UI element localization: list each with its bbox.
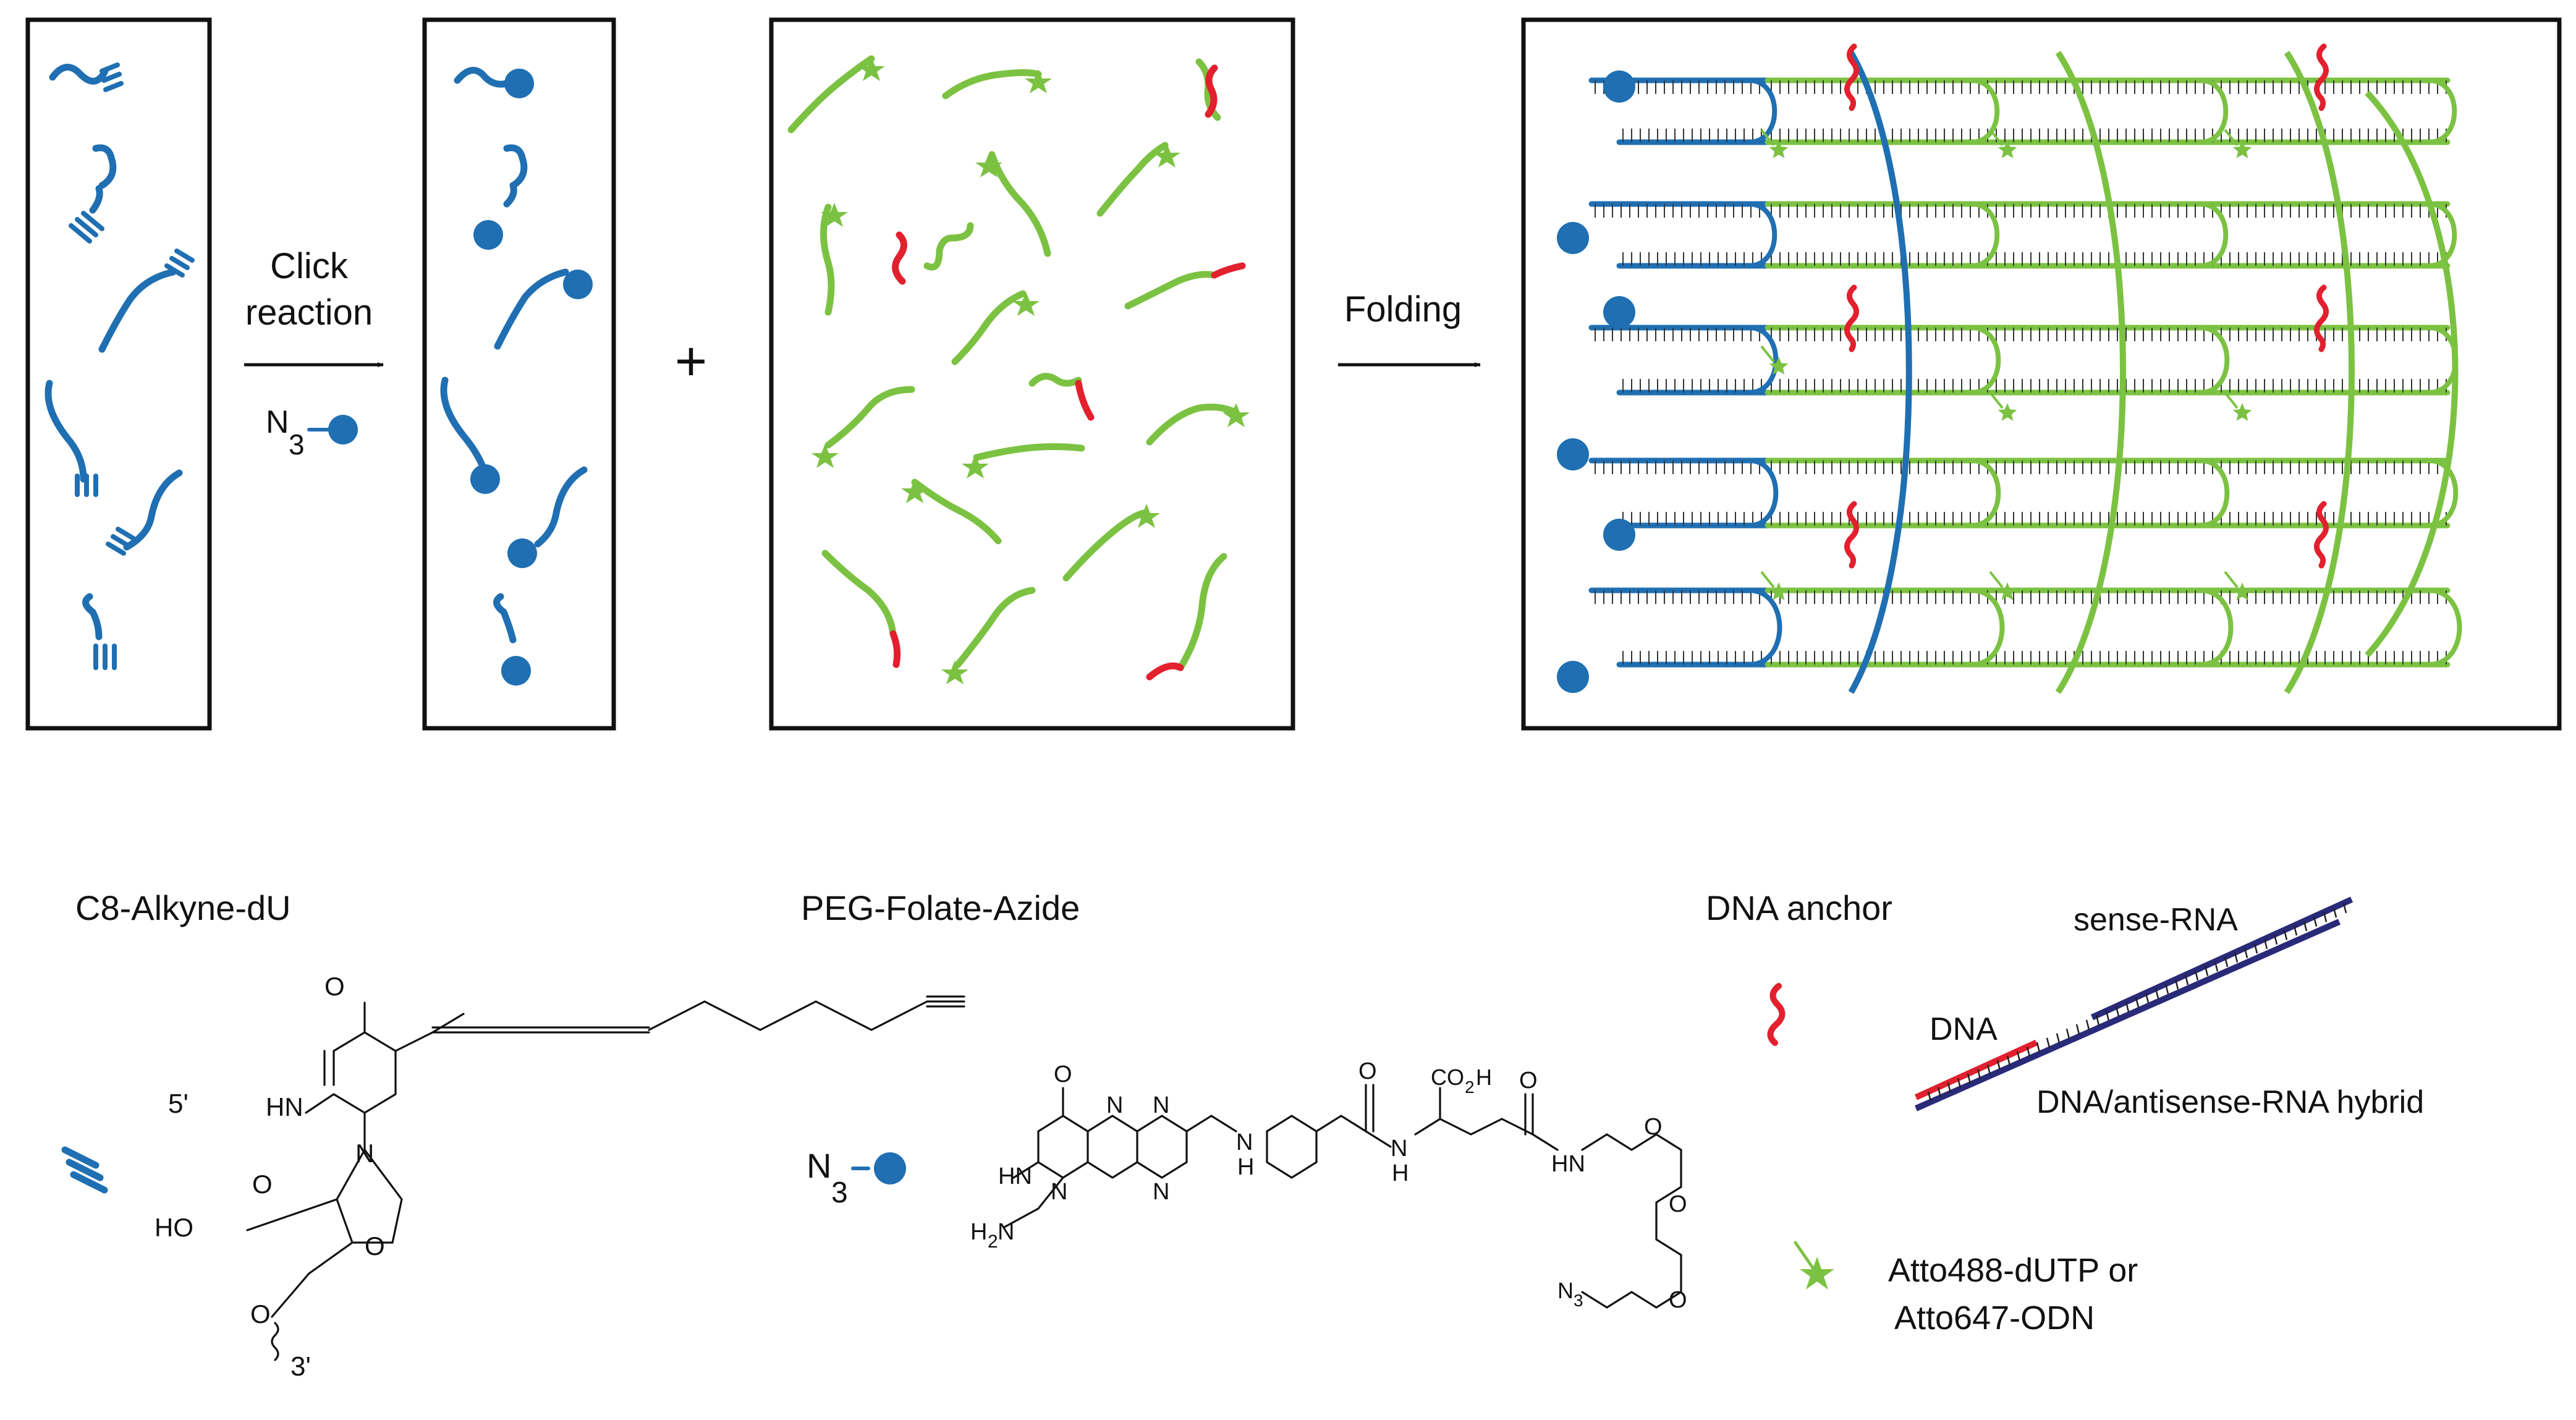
legend-azide: PEG-Folate-Azide N 3 O HN H 2 N N N N N …	[801, 888, 1687, 1313]
anchor-hybrid-diagram	[1914, 896, 2354, 1112]
sense-rna-label: sense-RNA	[2074, 902, 2238, 938]
svg-text:HN: HN	[998, 1163, 1032, 1189]
legend-anchor: DNA anchor sense-RNA DNA DNA/antisense-R…	[1706, 888, 2424, 1120]
svg-text:H: H	[1392, 1160, 1409, 1186]
svg-text:O: O	[1519, 1068, 1538, 1094]
folate-azide-structure: O HN H 2 N N N N N N H O CO 2 H N H O HN…	[970, 1058, 1687, 1313]
reagent-subscript: 3	[289, 428, 305, 461]
folate-strand	[493, 593, 531, 686]
azide-title: PEG-Folate-Azide	[801, 888, 1080, 927]
svg-text:HN: HN	[266, 1092, 303, 1121]
svg-text:N: N	[998, 1219, 1014, 1245]
folate-strand	[440, 376, 500, 494]
alkyne-strand	[82, 593, 117, 670]
svg-text:O: O	[1054, 1061, 1072, 1087]
panel-folate-beads	[1557, 70, 1635, 693]
folate-strand	[473, 144, 528, 250]
svg-text:O: O	[1644, 1114, 1663, 1140]
folding-step: Folding	[1338, 289, 1481, 367]
alkyne-dU-structure: O HN O N HO O O	[155, 972, 965, 1361]
folate-strand	[507, 466, 588, 568]
hybrid-label: DNA/antisense-RNA hybrid	[2036, 1084, 2424, 1120]
svg-text:O: O	[324, 972, 345, 1001]
folding-label: Folding	[1344, 289, 1462, 329]
svg-text:O: O	[1669, 1287, 1687, 1313]
svg-text:O: O	[1669, 1191, 1687, 1217]
helix-ladders	[1588, 77, 2451, 668]
plus-sign: +	[675, 331, 708, 393]
folate-bead-icon	[874, 1152, 906, 1184]
svg-text:O: O	[250, 1299, 271, 1329]
svg-text:O: O	[365, 1231, 385, 1261]
svg-text:O: O	[252, 1170, 273, 1199]
svg-text:2: 2	[988, 1231, 998, 1252]
click-reaction-step: Click reaction N 3	[244, 246, 384, 461]
svg-text:N: N	[807, 1146, 831, 1185]
panel-folded-structure	[1521, 17, 2562, 731]
svg-text:N: N	[1153, 1092, 1169, 1118]
svg-text:N: N	[1106, 1092, 1123, 1118]
three-prime-label: 3'	[290, 1351, 311, 1382]
alkyne-strand	[49, 62, 124, 92]
svg-text:N: N	[1391, 1136, 1407, 1162]
azide-symbol: N 3	[807, 1146, 906, 1209]
reagent-n: N	[266, 404, 289, 440]
svg-text:3: 3	[831, 1176, 848, 1209]
alkyne-strand	[98, 249, 195, 353]
panel-clicked-strands	[422, 17, 616, 731]
dye-star-icon	[1800, 1257, 1834, 1290]
svg-text:CO: CO	[1431, 1065, 1464, 1090]
panel-anchor-strands	[1760, 43, 2329, 600]
svg-text:N: N	[1236, 1129, 1253, 1155]
svg-text:N: N	[1051, 1179, 1067, 1205]
folate-strand	[494, 268, 593, 350]
alkyne-strand	[106, 469, 183, 556]
alkyne-strand	[44, 380, 98, 497]
svg-text:H: H	[970, 1219, 987, 1245]
anchor-title: DNA anchor	[1706, 888, 1892, 927]
dna-label: DNA	[1930, 1011, 1998, 1047]
panel-3-frame	[769, 17, 1295, 731]
svg-text:HN: HN	[1551, 1151, 1585, 1177]
svg-text:N: N	[1153, 1179, 1169, 1205]
azide-reagent: N 3	[266, 404, 358, 461]
folate-bead-icon	[328, 415, 358, 444]
anchor-strand-icon	[1767, 983, 1786, 1046]
panel-rna-strands	[769, 17, 1295, 731]
svg-text:N: N	[1557, 1278, 1574, 1303]
panel-alkyne-strands	[25, 17, 212, 731]
five-prime-label: 5'	[168, 1089, 189, 1119]
alkyne-strand	[69, 144, 117, 244]
helix-loops	[1747, 51, 2462, 694]
svg-text:H: H	[1476, 1065, 1492, 1090]
svg-text:O: O	[1358, 1058, 1377, 1084]
click-label-line2: reaction	[245, 292, 373, 333]
alkyne-symbol-icon	[61, 1146, 108, 1194]
dye-label-line1: Atto488-dUTP or	[1888, 1252, 2138, 1289]
svg-text:2: 2	[1465, 1078, 1475, 1097]
dye-label-line2: Atto647-ODN	[1894, 1299, 2095, 1337]
svg-text:3: 3	[1574, 1291, 1583, 1310]
click-label-line1: Click	[270, 246, 349, 286]
legend-dye: Atto488-dUTP or Atto647-ODN	[1794, 1241, 2138, 1337]
svg-text:HO: HO	[155, 1213, 193, 1242]
legend-alkyne: C8-Alkyne-dU 5' 3' O HN O N HO O O	[61, 888, 965, 1382]
svg-text:H: H	[1237, 1154, 1254, 1180]
svg-text:N: N	[355, 1139, 374, 1168]
panel-2-frame	[422, 17, 616, 731]
alkyne-title: C8-Alkyne-dU	[75, 888, 291, 927]
panel-1-frame	[25, 17, 212, 731]
panel-4-frame	[1521, 17, 2562, 731]
folate-strand	[454, 67, 534, 98]
